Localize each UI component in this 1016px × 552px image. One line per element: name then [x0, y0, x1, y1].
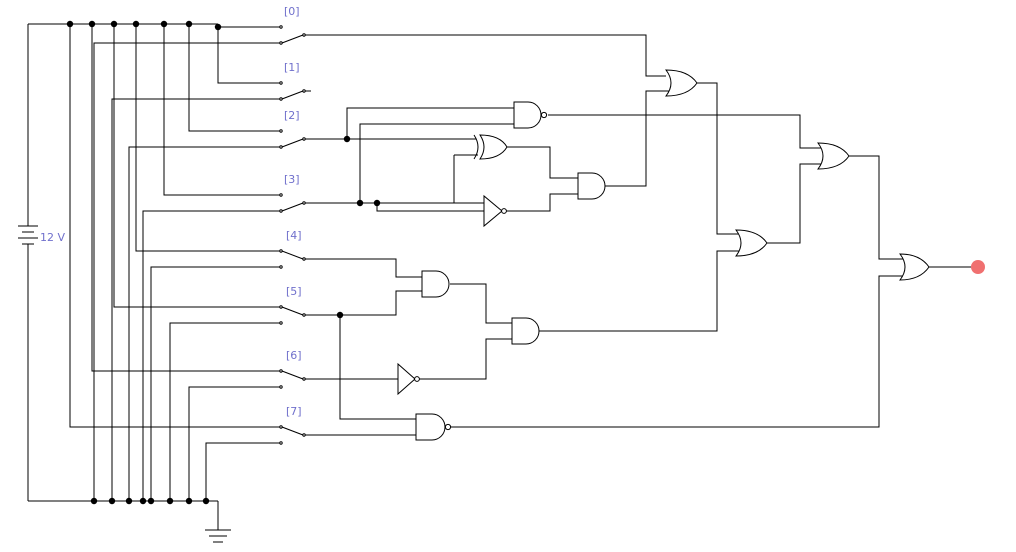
- ground-symbol: [205, 501, 231, 543]
- junction-dots: [66, 20, 381, 505]
- switch-0[interactable]: [0]: [279, 5, 666, 77]
- switch-6-label: [6]: [286, 349, 302, 362]
- switch-4-label: [4]: [286, 229, 302, 242]
- switch-7[interactable]: [7]: [279, 405, 416, 445]
- internal-wires: [339, 82, 972, 428]
- or-gate-1: [664, 69, 698, 97]
- switch-2-label: [2]: [284, 109, 300, 122]
- bottom-bus-wires: [93, 42, 280, 501]
- not-gate-2: [397, 362, 420, 396]
- and-gate-5: [415, 413, 452, 441]
- or-gate-3: [816, 142, 850, 170]
- and-gate-4: [511, 317, 540, 345]
- switch-2[interactable]: [2]: [279, 109, 476, 149]
- or-gate-4: [898, 253, 930, 281]
- battery: 12 V: [18, 24, 65, 501]
- switch-6[interactable]: [6]: [279, 349, 398, 389]
- top-bus-wires: [69, 24, 280, 428]
- and-gate-1: [513, 101, 548, 129]
- switch-0-label: [0]: [284, 5, 300, 18]
- and-gate-2: [577, 172, 606, 200]
- xor-gate: [473, 134, 508, 160]
- output-lamp: [971, 260, 985, 274]
- battery-voltage-label: 12 V: [40, 231, 65, 244]
- switch-3-label: [3]: [284, 173, 300, 186]
- switch-5-label: [5]: [286, 285, 302, 298]
- and-gate-3: [421, 270, 450, 298]
- not-gate-1: [483, 194, 507, 228]
- switch-7-label: [7]: [286, 405, 302, 418]
- switch-3[interactable]: [3]: [279, 173, 377, 213]
- switch-1-label: [1]: [284, 61, 300, 74]
- or-gate-2: [734, 229, 768, 257]
- switch-1[interactable]: [1]: [279, 61, 311, 101]
- switch-5[interactable]: [5]: [279, 285, 422, 325]
- switch-4[interactable]: [4]: [279, 229, 422, 278]
